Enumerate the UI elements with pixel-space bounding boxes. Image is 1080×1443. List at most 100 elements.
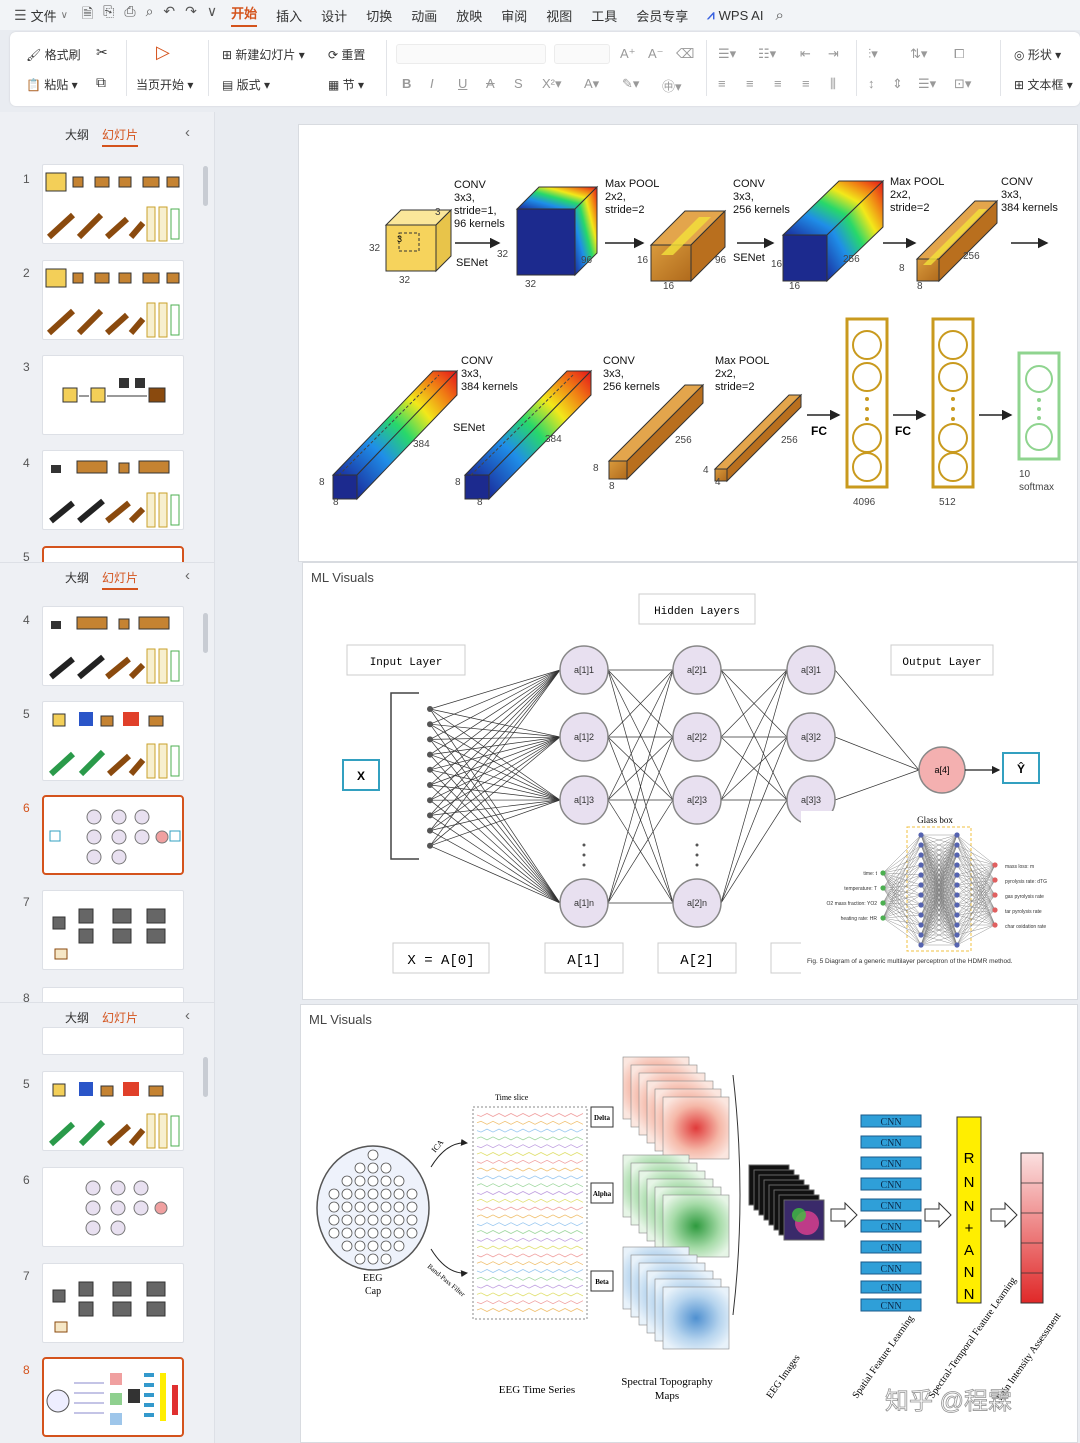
font-color-icon[interactable]: A▾ xyxy=(584,76,600,91)
slide-thumbnail[interactable] xyxy=(42,701,184,781)
tab-slideshow[interactable]: 放映 xyxy=(456,8,483,24)
list-spacing-icon[interactable]: ☰▾ xyxy=(918,76,937,91)
glass-hidden-node xyxy=(954,892,960,898)
underline-icon[interactable]: U xyxy=(458,76,468,91)
layout-button[interactable]: ▤ 版式 ▾ xyxy=(222,78,271,92)
font-size-field[interactable] xyxy=(554,44,610,64)
justify-icon[interactable]: ≡ xyxy=(802,76,810,91)
undo-icon[interactable]: ↶ xyxy=(163,3,176,19)
slide-thumbnail[interactable] xyxy=(42,355,184,435)
search-icon[interactable]: ⌕ xyxy=(775,6,784,24)
columns-icon[interactable]: ⫼ xyxy=(830,76,836,91)
shape-button[interactable]: ◎ 形状 ▾ xyxy=(1014,48,1062,62)
bullets-icon[interactable]: ☰▾ xyxy=(718,46,737,61)
slide-thumbnail-selected[interactable] xyxy=(42,546,184,562)
align-center-icon[interactable]: ≡ xyxy=(746,76,754,91)
line-spacing-icon[interactable]: ↕ xyxy=(868,76,875,91)
phonetic-icon[interactable]: ㊥▾ xyxy=(662,79,682,94)
collapse-icon[interactable]: ‹ xyxy=(185,1007,190,1024)
share-icon[interactable]: ⎘ xyxy=(103,3,115,19)
tab-outline[interactable]: 大纲 xyxy=(65,1011,90,1025)
tab-animation[interactable]: 动画 xyxy=(411,8,438,24)
slide-neural-network[interactable]: ML Visuals Hidden Layers Input Layer Out… xyxy=(302,562,1078,1000)
tab-tools[interactable]: 工具 xyxy=(591,8,618,24)
scrollbar[interactable] xyxy=(203,1057,208,1097)
collapse-icon[interactable]: ‹ xyxy=(185,567,190,584)
copy-icon[interactable]: ⧉ xyxy=(96,74,106,90)
slide-thumbnail[interactable] xyxy=(42,606,184,686)
slide-thumbnail[interactable] xyxy=(42,260,184,340)
grow-font-icon[interactable]: A⁺ xyxy=(620,46,636,61)
tab-slides[interactable]: 幻灯片 xyxy=(102,569,139,590)
section-button[interactable]: ▦ 节 ▾ xyxy=(328,78,365,92)
slide-thumbnail[interactable] xyxy=(42,987,184,1002)
slide-thumbnail-selected[interactable] xyxy=(42,1357,184,1437)
redo-icon[interactable]: ↷ xyxy=(185,3,197,19)
slide-thumbnail[interactable] xyxy=(42,1167,184,1247)
tab-outline[interactable]: 大纲 xyxy=(65,571,90,585)
numbering-icon[interactable]: ☷▾ xyxy=(758,46,777,61)
shrink-font-icon[interactable]: A⁻ xyxy=(648,46,664,61)
reset-button[interactable]: ⟳ 重置 xyxy=(328,48,366,62)
more-icon[interactable]: ∨ xyxy=(206,3,218,19)
senet-label: SENet xyxy=(456,257,488,269)
italic-icon[interactable]: I xyxy=(430,76,434,91)
electrode xyxy=(341,1214,353,1226)
slide-thumbnail[interactable] xyxy=(42,164,184,244)
text-direction-icon[interactable]: ⫶▾ xyxy=(868,46,878,61)
highlight-icon[interactable]: ✎▾ xyxy=(622,76,640,91)
collapse-icon[interactable]: ‹ xyxy=(185,124,190,141)
decrease-indent-icon[interactable]: ⇤ xyxy=(800,46,811,61)
slide-thumbnail[interactable] xyxy=(42,1027,184,1055)
print-icon[interactable]: ⎙ xyxy=(124,3,136,19)
slide-thumbnail[interactable] xyxy=(42,450,184,530)
cut-icon[interactable]: ✂ xyxy=(96,44,108,60)
align-right-icon[interactable]: ≡ xyxy=(774,76,782,91)
bold-icon[interactable]: B xyxy=(402,76,412,91)
paragraph-icon[interactable]: ⊡▾ xyxy=(954,76,972,91)
strikethrough-icon[interactable]: A xyxy=(486,76,495,91)
wps-ai-button[interactable]: WPS AI xyxy=(718,7,764,23)
tab-transition[interactable]: 切换 xyxy=(366,8,393,24)
slide-cnn-architecture[interactable]: 3 32 32 3 CONV 3x3, stride=1, 96 kernels… xyxy=(298,124,1078,562)
smartart-icon[interactable]: ⧠ xyxy=(954,46,965,61)
tab-member[interactable]: 会员专享 xyxy=(636,8,689,24)
save-icon[interactable]: 🗎 xyxy=(81,5,94,21)
clear-format-icon[interactable]: ⌫ xyxy=(676,46,695,61)
wps-ai-logo-icon[interactable]: ⩘ xyxy=(707,7,715,22)
font-name-field[interactable] xyxy=(396,44,546,64)
slide-thumbnail[interactable] xyxy=(42,890,184,970)
tab-view[interactable]: 视图 xyxy=(546,8,573,24)
new-slide-button[interactable]: ⊞ 新建幻灯片 ▾ xyxy=(222,48,305,62)
textbox-button[interactable]: ⊞ 文本框 ▾ xyxy=(1014,78,1073,92)
connection-line xyxy=(882,902,922,936)
panel-tabs: 大纲 幻灯片 ‹ xyxy=(0,124,214,148)
slide-thumbnail[interactable] xyxy=(42,1263,184,1343)
shadow-icon[interactable]: S xyxy=(514,76,523,91)
tab-home[interactable]: 开始 xyxy=(231,3,258,27)
tab-design[interactable]: 设计 xyxy=(321,8,348,24)
scrollbar[interactable] xyxy=(203,613,208,653)
format-painter-button[interactable]: 🖌 格式刷 xyxy=(26,48,81,62)
slide-thumbnail[interactable] xyxy=(42,1071,184,1151)
align-text-icon[interactable]: ⇅▾ xyxy=(910,46,928,61)
hamburger-icon[interactable]: ☰ xyxy=(14,6,27,23)
file-menu[interactable]: 文件 xyxy=(30,8,57,24)
slide-thumbnail-selected[interactable] xyxy=(42,795,184,875)
paragraph-spacing-icon[interactable]: ⇕ xyxy=(892,76,903,91)
chevron-down-icon[interactable]: ∨ xyxy=(60,9,68,21)
tab-outline[interactable]: 大纲 xyxy=(65,128,90,142)
layer-label: Max POOL xyxy=(890,176,944,188)
paste-button[interactable]: 📋 粘贴 ▾ xyxy=(26,78,78,92)
from-current-button[interactable]: 当页开始 ▾ xyxy=(136,78,194,92)
tab-slides[interactable]: 幻灯片 xyxy=(102,126,139,147)
play-icon[interactable]: ▷ xyxy=(156,42,170,62)
align-left-icon[interactable]: ≡ xyxy=(718,76,726,91)
tab-review[interactable]: 审阅 xyxy=(501,8,528,24)
print-preview-icon[interactable]: ⌕ xyxy=(145,3,154,19)
scrollbar[interactable] xyxy=(203,166,208,206)
increase-indent-icon[interactable]: ⇥ xyxy=(828,46,839,61)
slide-eeg-pipeline[interactable]: ML Visuals EEG Cap ICA Band-Pass Filter … xyxy=(300,1004,1078,1443)
superscript-icon[interactable]: X²▾ xyxy=(542,76,562,91)
tab-insert[interactable]: 插入 xyxy=(276,8,303,24)
